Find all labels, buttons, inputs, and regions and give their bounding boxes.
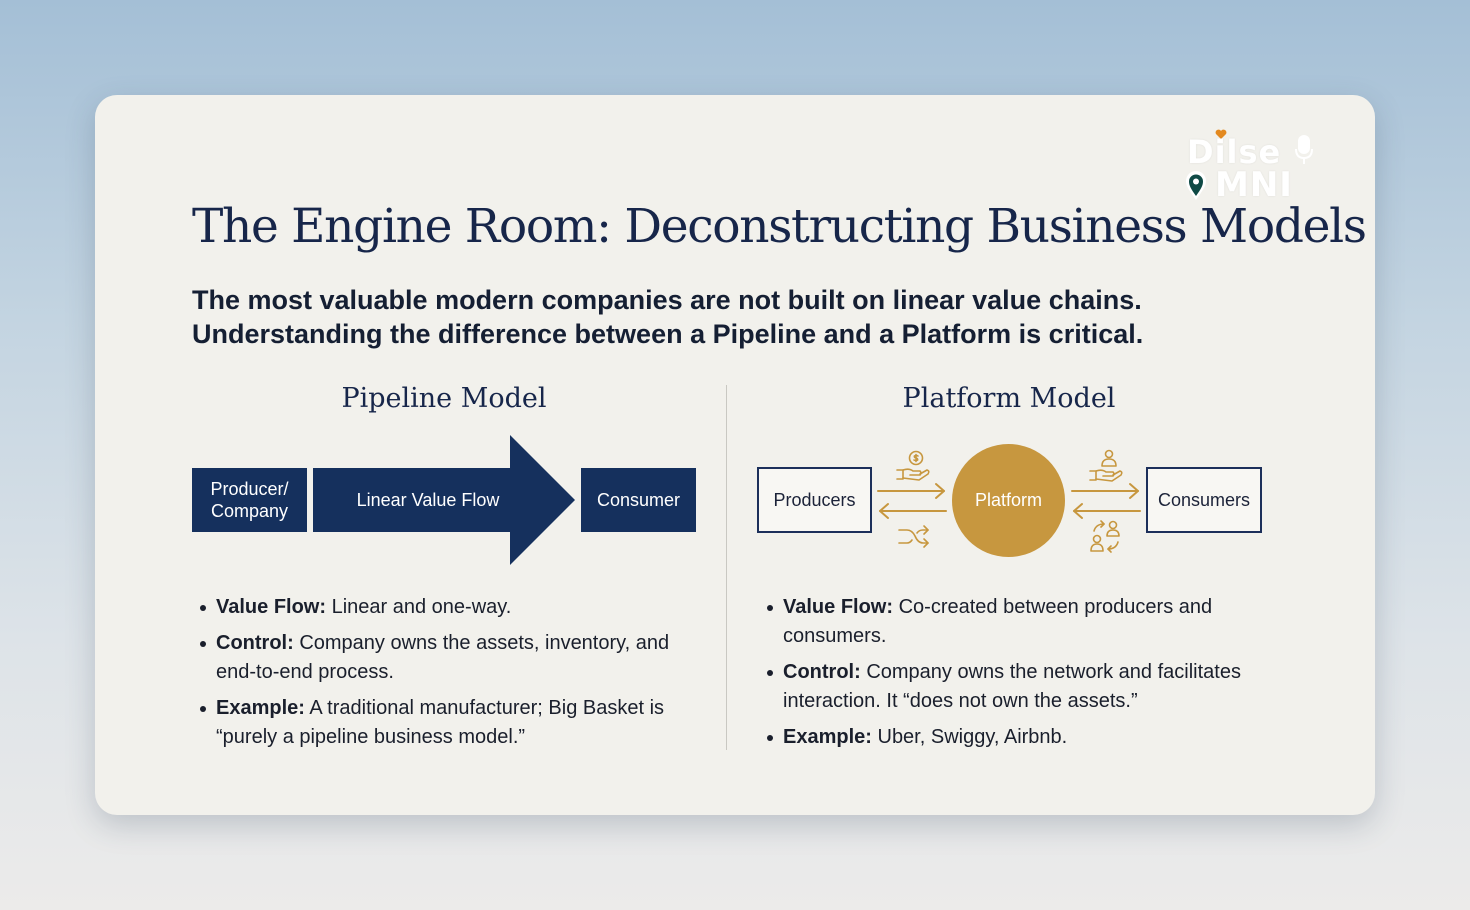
subtitle-line-1: The most valuable modern companies are n…: [192, 285, 1142, 315]
consumer-exchange-arrows: [1071, 483, 1141, 519]
subtitle-line-2: Understanding the difference between a P…: [192, 319, 1144, 349]
consumer-box: Consumer: [581, 468, 696, 532]
linear-flow-label: Linear Value Flow: [356, 489, 500, 510]
location-pin-icon: [1185, 171, 1207, 206]
exchange-people-icon: [1090, 520, 1120, 553]
list-item: Example: Uber, Swiggy, Airbnb.: [759, 723, 1269, 752]
slide-title: The Engine Room: Deconstructing Business…: [192, 199, 1367, 254]
platform-bullets: Value Flow: Co-created between producers…: [759, 593, 1269, 759]
shuffle-icon: [898, 525, 929, 548]
dilse-omni-logo: Dilse MNI: [1185, 129, 1315, 206]
slide-card: Dilse MNI The Engine Room: Deconstructin…: [95, 95, 1375, 815]
list-item: Value Flow: Linear and one-way.: [192, 593, 692, 622]
producers-box: Producers: [757, 467, 872, 533]
person-hand-icon: [1089, 449, 1123, 482]
pipeline-title: Pipeline Model: [341, 383, 547, 414]
pipeline-bullets: Value Flow: Linear and one-way. Control:…: [192, 593, 692, 759]
consumers-label: Consumers: [1157, 489, 1251, 510]
producer-box: Producer/ Company: [192, 468, 307, 532]
linear-flow-arrow: [313, 435, 575, 565]
money-hand-icon: [896, 450, 930, 481]
platform-hub-label: Platform: [974, 490, 1043, 510]
microphone-icon: [1295, 135, 1313, 170]
slide-subtitle: The most valuable modern companies are n…: [192, 283, 1292, 351]
platform-hub: Platform: [952, 444, 1065, 557]
producer-label-line-1: Producer/: [210, 479, 289, 499]
producer-label-line-2: Company: [210, 501, 289, 521]
list-item: Example: A traditional manufacturer; Big…: [192, 694, 692, 752]
producer-exchange-arrows: [877, 483, 947, 519]
logo-word-dilse: Dilse: [1187, 133, 1282, 171]
column-divider: [726, 385, 727, 750]
list-item: Value Flow: Co-created between producers…: [759, 593, 1269, 651]
logo-word-omni: MNI: [1215, 165, 1293, 205]
list-item: Control: Company owns the assets, invent…: [192, 629, 692, 687]
platform-title: Platform Model: [902, 383, 1116, 414]
consumer-label: Consumer: [596, 490, 681, 510]
list-item: Control: Company owns the network and fa…: [759, 658, 1269, 716]
consumers-box: Consumers: [1146, 467, 1262, 533]
producers-label: Producers: [773, 489, 856, 510]
heart-icon: [1215, 127, 1227, 145]
